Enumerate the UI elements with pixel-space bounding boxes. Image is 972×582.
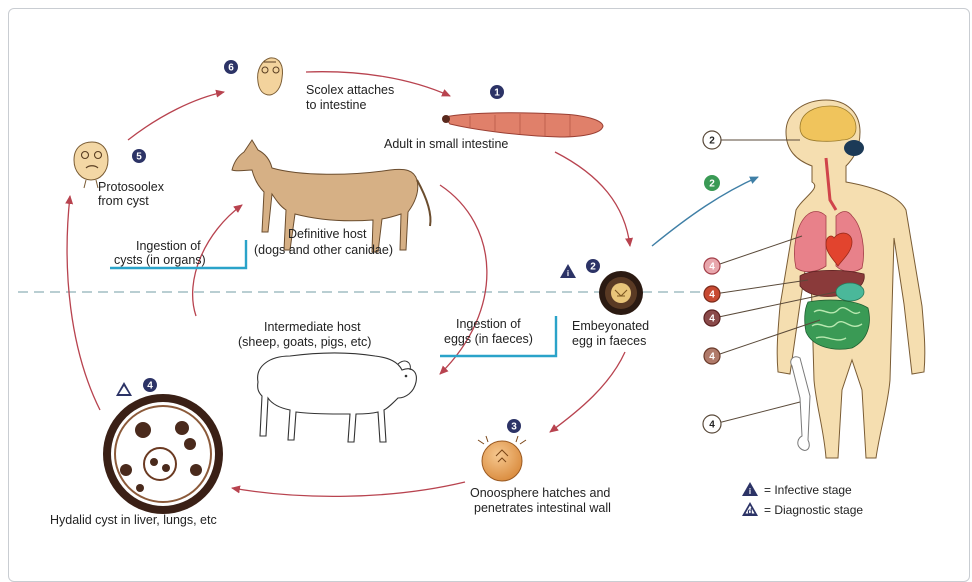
- arrow-5-to-6: [128, 92, 224, 140]
- stage-5-badge: 5: [132, 149, 146, 163]
- svg-text:4: 4: [709, 352, 715, 363]
- stage-5-number: 5: [136, 152, 142, 163]
- ingestion-cysts-callout: Ingestion of cysts (in organs): [110, 239, 246, 268]
- stage-3-label-line1: Onoosphere hatches and: [470, 486, 610, 500]
- arrow-2-to-3: [550, 352, 625, 432]
- arrow-4-to-5: [67, 196, 100, 410]
- liver-badge: 4: [704, 286, 720, 302]
- embryonated-egg-illustration: [599, 271, 643, 315]
- ingestion-eggs-line2: eggs (in faeces): [444, 332, 533, 346]
- stage-1-number: 1: [494, 88, 500, 99]
- stage-4-label: Hydalid cyst in liver, lungs, etc: [50, 513, 217, 527]
- oncosphere-illustration: [478, 436, 526, 481]
- legend-diagnostic-symbol: d: [742, 502, 758, 516]
- stage-6-label-line2: to intestine: [306, 98, 367, 112]
- lungs-badge: 4: [704, 258, 720, 274]
- svg-text:2: 2: [709, 136, 715, 147]
- sheep-illustration: [258, 353, 417, 442]
- stage-2-triangle: i: [560, 264, 576, 278]
- stage-3-badge: 3: [507, 419, 521, 433]
- stage-3-label-line2: penetrates intestinal wall: [474, 501, 611, 515]
- arrow-1-to-2: [555, 152, 630, 246]
- stage-6-badge: 6: [224, 60, 238, 74]
- stage-2-label-line1: Embeyonated: [572, 319, 649, 333]
- svg-text:4: 4: [709, 314, 715, 325]
- hydatid-cyst-illustration: [103, 394, 223, 514]
- stomach-organ: [836, 283, 864, 301]
- stage-4-badge: 4: [143, 378, 157, 392]
- definitive-host-line1: Definitive host: [288, 227, 367, 241]
- arrow-egg-to-human: [652, 177, 758, 246]
- ingestion-eggs-line1: Ingestion of: [456, 317, 521, 331]
- legend-infective-label: = Infective stage: [764, 483, 852, 497]
- svg-text:4: 4: [709, 290, 715, 301]
- brain-badge: 2: [703, 131, 721, 149]
- stage-2-label-line2: egg in faeces: [572, 334, 646, 348]
- stage-4-triangle: [116, 382, 132, 396]
- bone-leader-line: [714, 402, 800, 424]
- stage-3-number: 3: [511, 422, 517, 433]
- svg-text:i: i: [567, 269, 569, 278]
- adult-tapeworm-illustration: [442, 113, 603, 137]
- stage-2-badge: 2: [586, 259, 600, 273]
- intermediate-host-line1: Intermediate host: [264, 320, 361, 334]
- bone-badge: 4: [703, 415, 721, 433]
- svg-text:d: d: [748, 507, 753, 516]
- stage-4-number: 4: [147, 381, 153, 392]
- svg-text:2: 2: [709, 179, 715, 190]
- human-figure-illustration: [777, 100, 925, 458]
- stage-5-label-line1: Protosoolex: [98, 180, 165, 194]
- legend-diagnostic-label: = Diagnostic stage: [764, 503, 863, 517]
- stage-1-label: Adult in small intestine: [384, 137, 508, 151]
- stage-5-label-line2: from cyst: [98, 194, 149, 208]
- intestine-leader-line: [714, 320, 820, 356]
- human-arrow-badge: 2: [704, 175, 720, 191]
- stage-6-number: 6: [228, 63, 234, 74]
- arrow-3-to-4: [232, 482, 465, 496]
- stage-2-number: 2: [590, 262, 596, 273]
- ingestion-cysts-line2: cysts (in organs): [114, 253, 206, 267]
- legend: i = Infective stage d = Diagnostic stage: [742, 482, 863, 517]
- legend-infective-symbol: i: [742, 482, 758, 496]
- svg-text:4: 4: [709, 420, 715, 431]
- svg-text:4: 4: [709, 262, 715, 273]
- stage-6-label-line1: Scolex attaches: [306, 83, 394, 97]
- stomach-badge: 4: [704, 310, 720, 326]
- definitive-host-line2: (dogs and other canidae): [254, 243, 393, 257]
- ingestion-eggs-callout: Ingestion of eggs (in faeces): [440, 316, 556, 356]
- intestine-badge: 4: [704, 348, 720, 364]
- svg-text:i: i: [749, 487, 751, 496]
- stage-1-badge: 1: [490, 85, 504, 99]
- intermediate-host-line2: (sheep, goats, pigs, etc): [238, 335, 371, 349]
- scolex-illustration: [258, 58, 283, 95]
- ingestion-cysts-line1: Ingestion of: [136, 239, 201, 253]
